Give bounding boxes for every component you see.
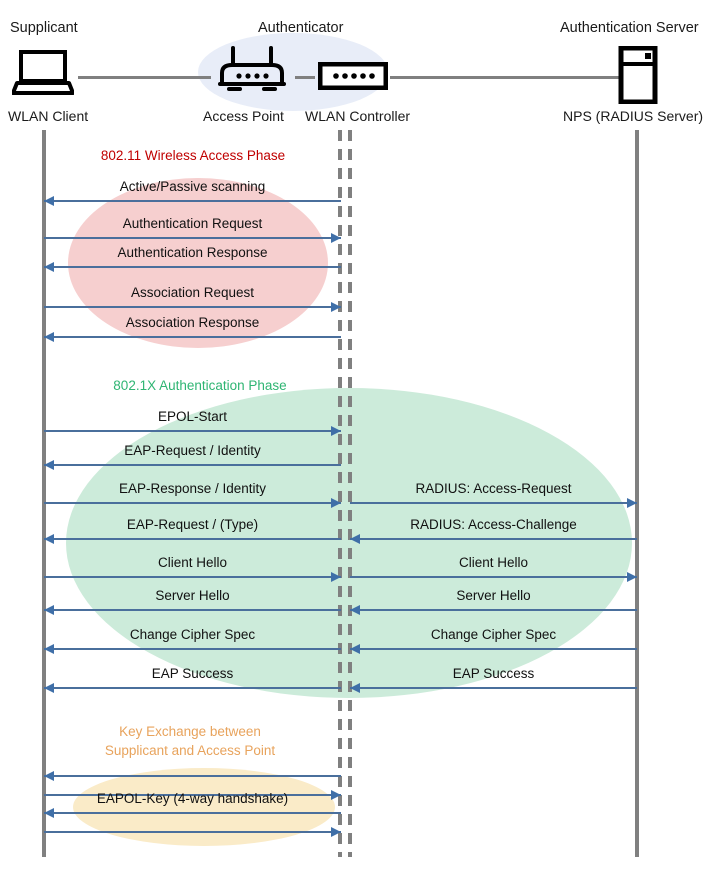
arrow-head-left — [350, 605, 360, 615]
message-label: Client Hello — [157, 555, 228, 570]
arrow-line — [44, 200, 341, 202]
phase-title-key-exchange: Key Exchange between Supplicant and Acce… — [90, 722, 290, 760]
arrow-head-left — [44, 808, 54, 818]
arrow-head-right — [331, 498, 341, 508]
arrow-line — [350, 538, 637, 540]
message-label: EAP-Request / (Type) — [126, 517, 259, 532]
arrow-head-right — [331, 572, 341, 582]
access-point-icon — [218, 46, 286, 91]
link-ap-to-controller — [295, 76, 315, 79]
arrow-head-right — [331, 790, 341, 800]
arrow-line — [44, 609, 341, 611]
arrow-line — [44, 430, 341, 432]
arrow-line — [350, 576, 637, 578]
arrow-line — [44, 794, 341, 796]
arrow-line — [350, 648, 637, 650]
laptop-icon — [12, 50, 74, 95]
node-label-nps-radius-server: NPS (RADIUS Server) — [563, 108, 704, 124]
arrow-head-left — [44, 683, 54, 693]
arrow-head-right — [331, 302, 341, 312]
link-controller-to-server — [390, 76, 620, 79]
message-label: Association Response — [125, 315, 260, 330]
message-label: Server Hello — [155, 588, 230, 603]
arrow-head-left — [350, 683, 360, 693]
phase-title-key-exchange-line1: Key Exchange between — [119, 724, 261, 739]
message-label: EAP Success — [452, 666, 535, 681]
arrow-head-left — [44, 771, 54, 781]
arrow-line — [44, 237, 341, 239]
message-label: Authentication Request — [122, 216, 263, 231]
message-label: EPOL-Start — [157, 409, 228, 424]
wlan-controller-icon — [318, 62, 388, 90]
message-label: Authentication Response — [117, 245, 268, 260]
arrow-head-left — [44, 262, 54, 272]
arrow-line — [44, 576, 341, 578]
arrow-line — [44, 648, 341, 650]
arrow-head-left — [44, 644, 54, 654]
arrow-line — [350, 687, 637, 689]
message-label: Change Cipher Spec — [129, 627, 256, 642]
node-label-access-point: Access Point — [203, 108, 284, 124]
arrow-line — [44, 306, 341, 308]
arrow-head-left — [44, 605, 54, 615]
arrow-line — [350, 502, 637, 504]
node-label-wlan-controller: WLAN Controller — [305, 108, 411, 124]
phase-title-8021x: 802.1X Authentication Phase — [113, 378, 287, 393]
phase-ellipse-80211 — [68, 178, 328, 348]
arrow-line — [44, 831, 341, 833]
arrow-head-left — [44, 332, 54, 342]
role-title-authentication-server: Authentication Server — [560, 20, 699, 36]
role-title-authenticator: Authenticator — [258, 20, 344, 36]
arrow-line — [44, 266, 341, 268]
arrow-line — [44, 775, 341, 777]
arrow-head-right — [331, 233, 341, 243]
message-label: Association Request — [130, 285, 255, 300]
message-label: EAP-Response / Identity — [118, 481, 267, 496]
arrow-line — [44, 812, 341, 814]
phase-title-key-exchange-line2: Supplicant and Access Point — [104, 743, 276, 758]
message-label: Client Hello — [458, 555, 529, 570]
arrow-head-left — [44, 460, 54, 470]
arrow-head-right — [627, 498, 637, 508]
lifeline-access-point — [338, 130, 342, 857]
arrow-line — [350, 609, 637, 611]
arrow-line — [44, 687, 341, 689]
arrow-line — [44, 538, 341, 540]
phase-ellipse-key-exchange — [73, 768, 335, 846]
lifeline-supplicant — [42, 130, 46, 857]
role-title-supplicant: Supplicant — [10, 20, 78, 36]
phase-title-80211: 802.11 Wireless Access Phase — [100, 148, 286, 163]
message-label: EAP-Request / Identity — [124, 443, 261, 458]
arrow-head-right — [627, 572, 637, 582]
arrow-head-left — [350, 644, 360, 654]
node-label-wlan-client: WLAN Client — [8, 108, 89, 124]
lifeline-authentication-server — [635, 130, 639, 857]
message-label: RADIUS: Access-Request — [415, 481, 572, 496]
message-label: EAPOL-Key (4-way handshake) — [96, 791, 289, 806]
server-icon — [618, 46, 658, 104]
arrow-line — [44, 502, 341, 504]
lifeline-wlan-controller — [348, 130, 352, 857]
arrow-head-right — [331, 827, 341, 837]
message-label: EAP Success — [151, 666, 234, 681]
arrow-line — [44, 464, 341, 466]
message-label: Change Cipher Spec — [430, 627, 557, 642]
arrow-head-left — [44, 534, 54, 544]
arrow-line — [44, 336, 341, 338]
message-label: Active/Passive scanning — [119, 179, 266, 194]
message-label: Server Hello — [456, 588, 531, 603]
arrow-head-right — [331, 426, 341, 436]
arrow-head-left — [44, 196, 54, 206]
arrow-head-left — [350, 534, 360, 544]
message-label: RADIUS: Access-Challenge — [410, 517, 577, 532]
link-client-to-ap — [78, 76, 211, 79]
